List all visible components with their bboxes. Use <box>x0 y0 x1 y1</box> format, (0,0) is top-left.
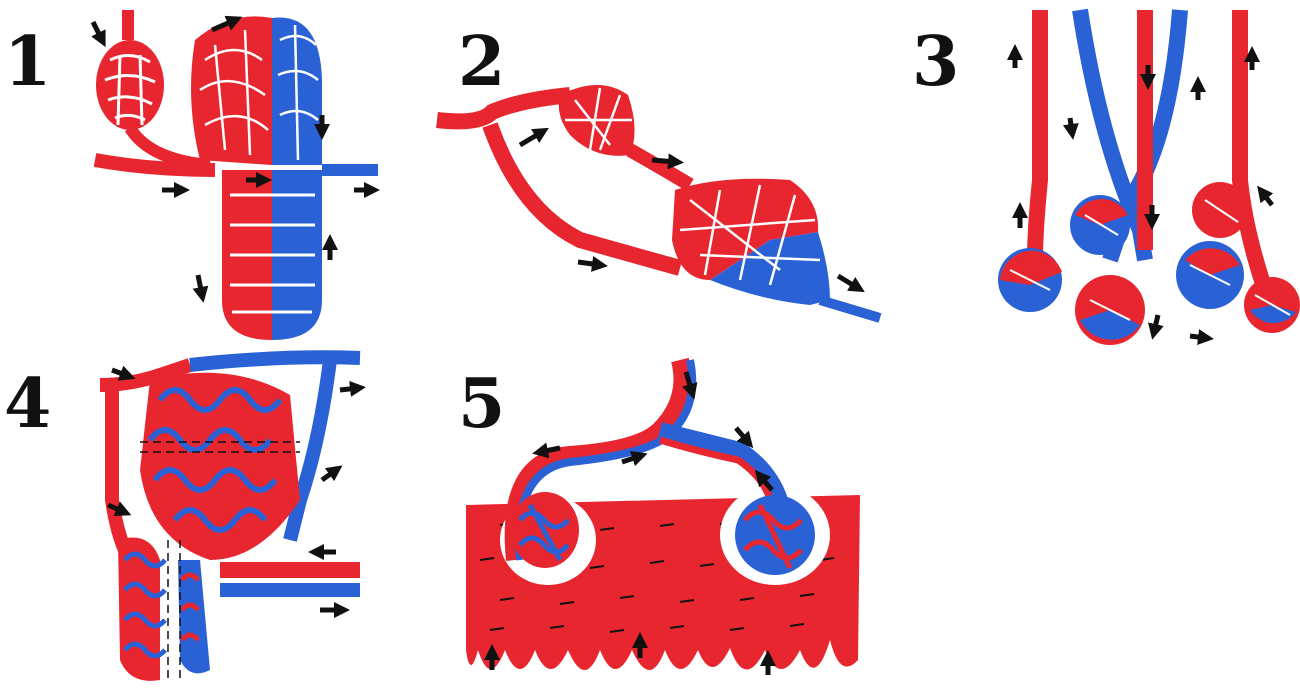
panel-3-diagram <box>998 10 1300 345</box>
panel-4-diagram <box>100 357 360 681</box>
panel-5-diagram <box>466 360 860 675</box>
panel-1-diagram <box>93 10 378 340</box>
panel-2-diagram <box>437 85 880 318</box>
